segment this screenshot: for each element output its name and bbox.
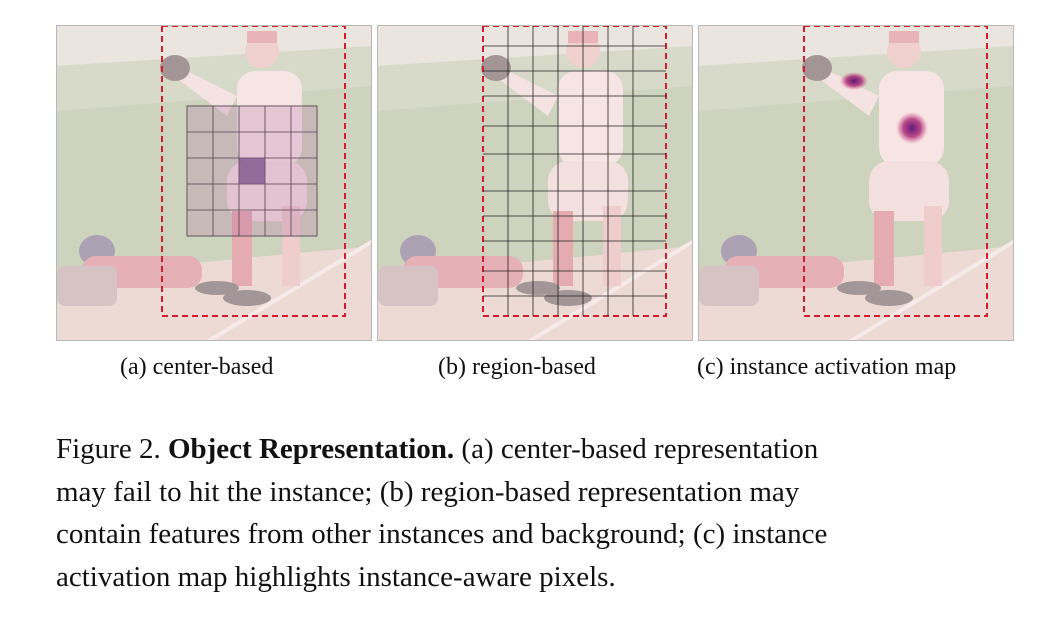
caption-line1-rest: (a) center-based representation bbox=[461, 433, 819, 465]
caption-line-1: Figure 2. Object Representation. (a) cen… bbox=[56, 428, 1016, 471]
bbox-dashed bbox=[161, 26, 346, 317]
caption-prefix: Figure 2. bbox=[56, 433, 161, 465]
caption-line-4: activation map highlights instance-aware… bbox=[56, 560, 616, 593]
panel-region-based bbox=[377, 25, 693, 341]
baseball-scene-b bbox=[378, 26, 692, 340]
bbox-dashed bbox=[482, 26, 667, 317]
region-grid bbox=[483, 26, 666, 316]
baseball-scene-a bbox=[57, 26, 371, 340]
subcaption-c: (c) instance activation map bbox=[697, 354, 957, 380]
caption-title: Object Representation. bbox=[167, 433, 455, 465]
panel-center-based bbox=[56, 25, 372, 341]
subcaption-a: (a) center-based bbox=[120, 354, 274, 380]
bbox-dashed bbox=[803, 26, 988, 317]
baseball-scene-c bbox=[699, 26, 1013, 340]
activation-spot-glove bbox=[840, 72, 868, 90]
panel-activation-map bbox=[698, 25, 1014, 341]
caption-line-3: contain features from other instances an… bbox=[56, 518, 828, 550]
subcaption-b: (b) region-based bbox=[438, 354, 596, 380]
activation-spot-torso bbox=[896, 112, 928, 144]
figure-caption: Figure 2. Object Representation. (a) cen… bbox=[56, 428, 1016, 598]
caption-line-2: may fail to hit the instance; (b) region… bbox=[56, 475, 800, 508]
center-cell bbox=[239, 158, 265, 184]
